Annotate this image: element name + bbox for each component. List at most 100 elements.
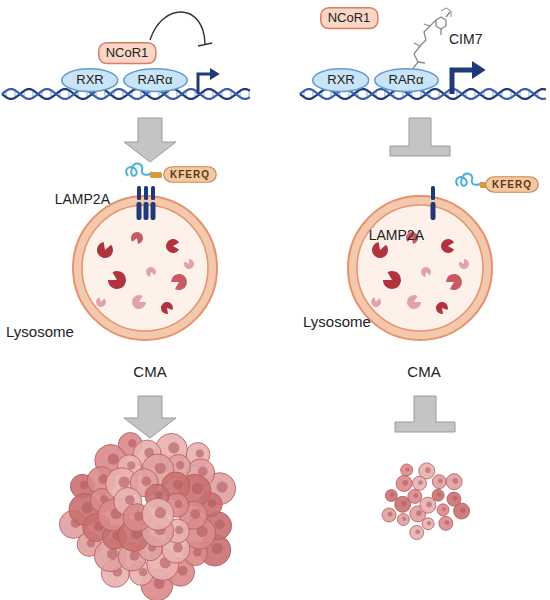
process-arrow (124, 396, 176, 438)
enzyme (146, 267, 156, 277)
tumour-cell (439, 516, 453, 530)
lamp2a-protein (144, 186, 148, 200)
lysosome-lumen (82, 205, 208, 331)
tumour-cell (437, 504, 449, 516)
promoter-head (210, 68, 220, 80)
cell-nucleus (390, 493, 394, 497)
corepressor-box: NCoR1 (320, 7, 379, 29)
enzyme (371, 297, 381, 307)
cell-nucleus (178, 566, 188, 576)
tumour-cell (410, 526, 424, 540)
cell-nucleus (173, 543, 183, 553)
cell-nucleus (415, 529, 420, 534)
enzyme (184, 259, 194, 269)
receptor-ellipse: RARα (374, 68, 439, 92)
pill-outline (486, 176, 539, 192)
node-text: RXR (76, 73, 103, 87)
cell-nucleus (175, 526, 183, 534)
enzyme (96, 297, 106, 307)
cell-nucleus (452, 478, 458, 484)
cell-nucleus (427, 521, 431, 525)
cell-nucleus (192, 483, 203, 494)
lamp2a-protein (151, 186, 155, 200)
enzyme (436, 302, 448, 314)
organelle-label: Lysosome (6, 324, 74, 341)
promoter-head (472, 61, 486, 79)
pill-outline (164, 166, 217, 182)
box-outline (320, 8, 377, 29)
tumour-cell (397, 514, 409, 526)
cell-nucleus (405, 467, 409, 471)
lamp2a-protein (137, 202, 142, 220)
cell-nucleus (119, 477, 130, 488)
cell-nucleus (437, 492, 441, 496)
cell-nucleus (208, 499, 216, 507)
enzyme (171, 274, 187, 290)
tumour-cell (432, 489, 444, 501)
lamp2a-protein (431, 202, 436, 220)
cell-nucleus (418, 480, 423, 485)
tumour-cell (422, 518, 434, 530)
enzyme (166, 239, 179, 253)
cell-nucleus (442, 507, 446, 511)
cell-nucleus (215, 519, 225, 529)
cell-nucleus (438, 479, 443, 484)
enzyme (97, 242, 113, 258)
substrate-tag (150, 172, 162, 178)
tumour-cell (432, 475, 446, 489)
drug-label: CIM7 (449, 32, 482, 47)
substrate-protein (126, 164, 152, 176)
ellipse-outline (374, 69, 437, 92)
cell-nucleus (108, 453, 119, 464)
box-outline (98, 43, 155, 64)
tumour-cell (142, 498, 174, 530)
enzyme (132, 295, 146, 309)
promoter-line (452, 70, 474, 94)
tumour-cell (408, 489, 422, 503)
inhibition-block (395, 396, 455, 432)
repression-arc (150, 12, 205, 44)
cell-nucleus (128, 439, 136, 447)
cell-nucleus (426, 502, 432, 508)
cell-nucleus (444, 520, 449, 525)
enzyme (446, 274, 462, 290)
cell-nucleus (401, 501, 407, 507)
kferq-motif: KFERQ (485, 176, 539, 193)
cell-nucleus (174, 500, 182, 508)
promoter-arrow (452, 61, 486, 94)
enzyme (383, 271, 401, 289)
cell-nucleus (212, 543, 223, 554)
cell-nucleus (196, 449, 204, 457)
kferq-motif: KFERQ (163, 166, 217, 183)
tumour-cell (385, 490, 397, 502)
lamp2a-protein (151, 202, 156, 220)
substrate-protein (456, 174, 482, 186)
cell-nucleus (107, 548, 118, 559)
node-text: RXR (327, 73, 354, 87)
cell-nucleus (141, 476, 151, 486)
illustration-part (414, 12, 450, 63)
illustration-part (441, 8, 451, 17)
cell-nucleus (155, 491, 163, 499)
cell-nucleus (402, 517, 406, 521)
ellipse-outline (123, 69, 186, 92)
cell-nucleus (139, 568, 147, 576)
lysosome-lumen (357, 205, 483, 331)
cell-nucleus (125, 495, 135, 505)
node-text: NCoR1 (106, 46, 149, 60)
node-text: NCoR1 (328, 11, 371, 25)
tumour-cell (401, 464, 413, 476)
illustration-part (436, 17, 446, 29)
lysosome (73, 186, 217, 340)
process-arrow (124, 118, 176, 162)
enzyme (131, 232, 143, 244)
lamp2a-protein (144, 202, 149, 220)
cell-nucleus (176, 461, 184, 469)
repression-bar (198, 43, 212, 46)
protein-label: LAMP2A (369, 228, 424, 243)
tumour-cell (446, 474, 462, 490)
tumour-cell (420, 497, 436, 513)
receptor-ellipse: RARα (123, 68, 188, 92)
cell-nucleus (155, 507, 166, 518)
